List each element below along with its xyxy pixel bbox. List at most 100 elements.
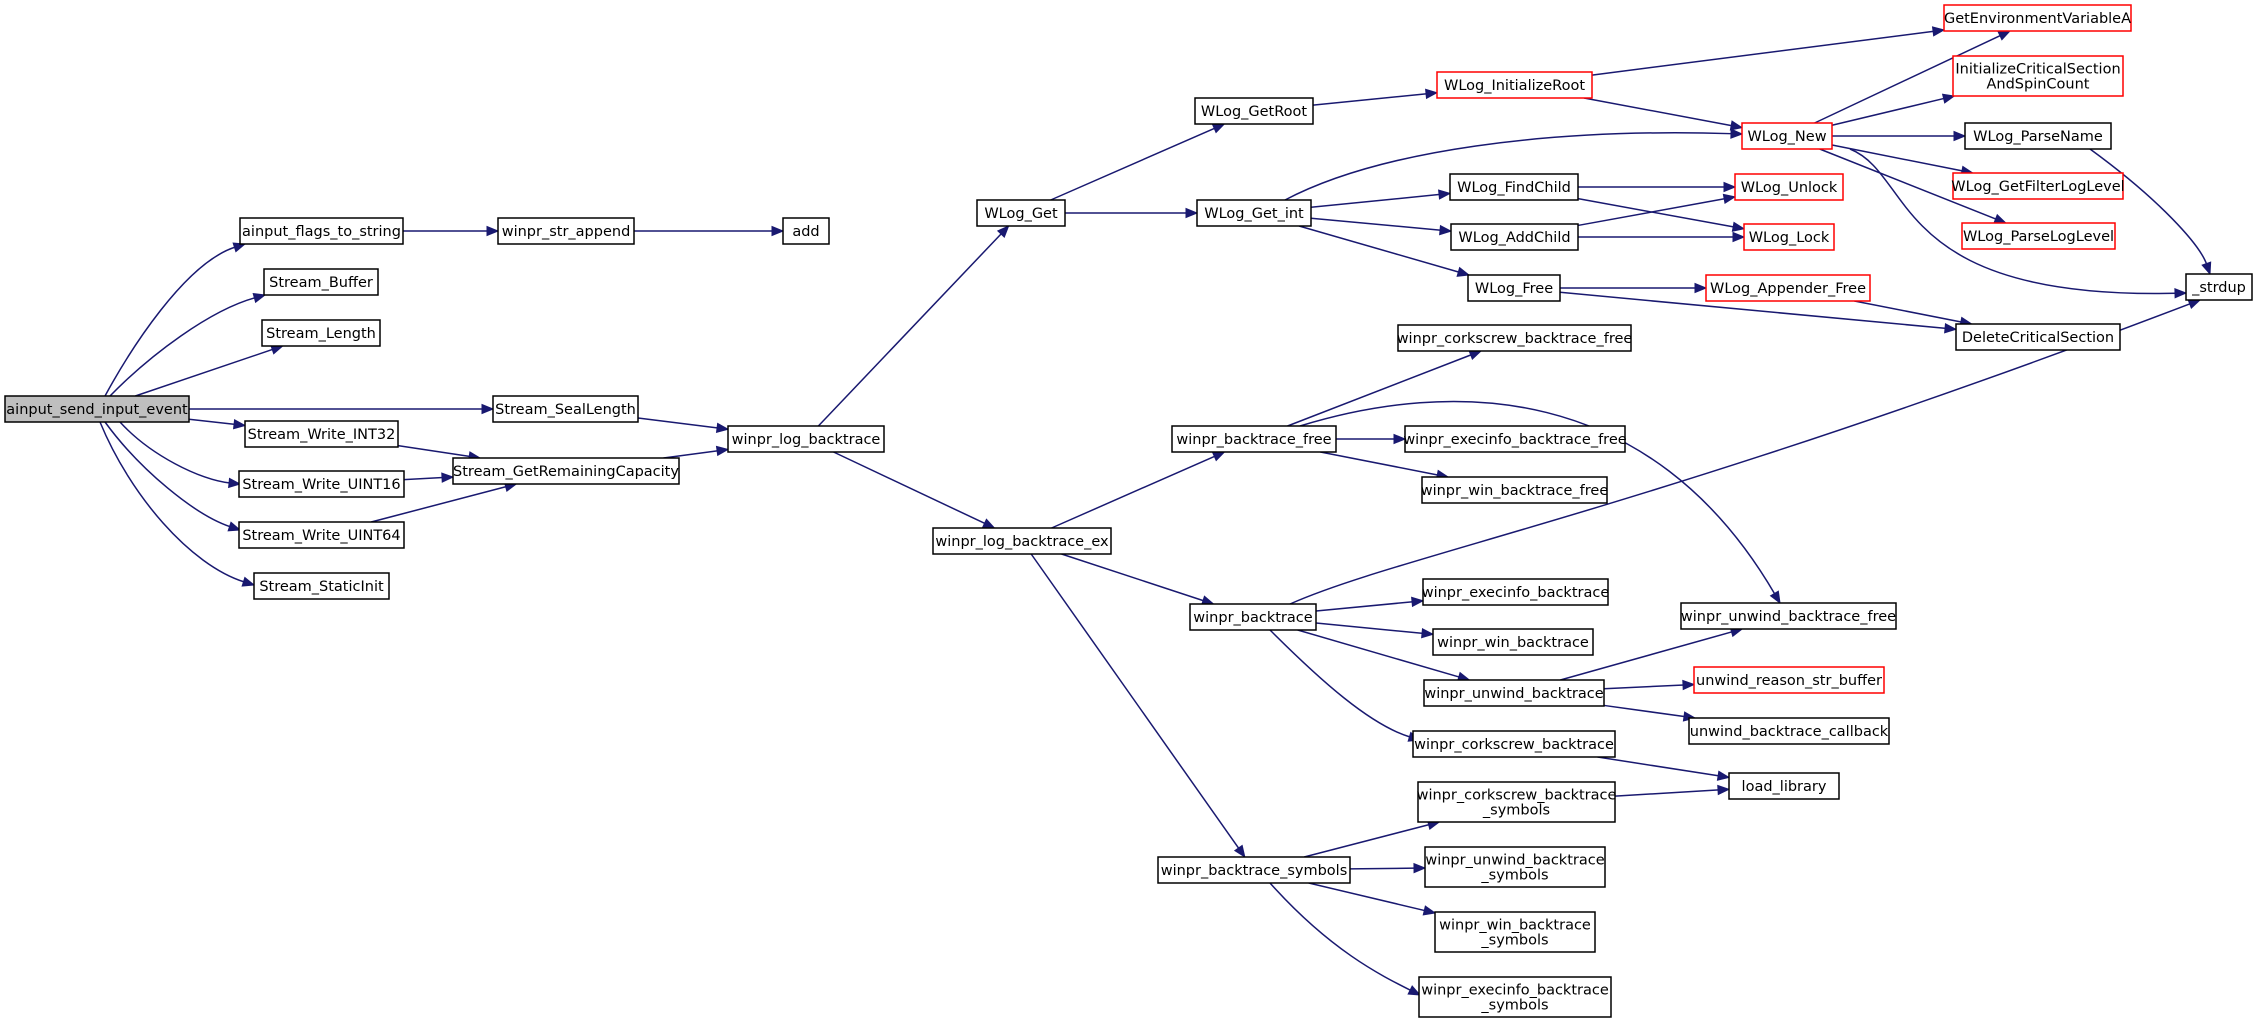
node-wlog-new[interactable]: WLog_New	[1741, 122, 1833, 150]
node-winpr-backtrace-free[interactable]: winpr_backtrace_free	[1171, 425, 1337, 453]
call-edge-WLog_Get_int-to-WLog_FindChild	[1310, 189, 1452, 209]
node--strdup[interactable]: _strdup	[2185, 273, 2253, 301]
arrowhead	[1233, 844, 1246, 859]
node-label: _symbols	[1482, 803, 1550, 819]
call-edge-Stream_Write_UINT16-to-Stream_GetRemainingCapacity	[403, 472, 455, 483]
node-winpr-backtrace[interactable]: winpr_backtrace	[1189, 603, 1317, 631]
node-winpr-execinfo-backtrace-symbols[interactable]: winpr_execinfo_backtrace_symbols	[1418, 976, 1612, 1018]
call-edge-winpr_backtrace_free-to-winpr_corkscrew_backtrace_free	[1287, 350, 1483, 427]
node-wlog-unlock[interactable]: WLog_Unlock	[1734, 173, 1844, 201]
node-wlog-getroot[interactable]: WLog_GetRoot	[1194, 97, 1314, 125]
call-edge-WLog_Free-to-DeleteCriticalSection	[1559, 291, 1958, 334]
arrowhead	[1723, 181, 1737, 193]
node-stream-seallength[interactable]: Stream_SealLength	[492, 395, 639, 423]
node-winpr-unwind-backtrace[interactable]: winpr_unwind_backtrace	[1423, 679, 1605, 707]
node-label: WLog_New	[1747, 129, 1826, 145]
call-edge-winpr_log_backtrace_ex-to-winpr_backtrace_free	[1051, 451, 1226, 529]
node-add[interactable]: add	[782, 217, 830, 245]
node-unwind-reason-str-buffer[interactable]: unwind_reason_str_buffer	[1693, 666, 1885, 694]
node-winpr-unwind-backtrace-symbols[interactable]: winpr_unwind_backtrace_symbols	[1424, 846, 1606, 888]
node-label: Stream_Buffer	[269, 275, 373, 291]
node-label: WLog_AddChild	[1458, 230, 1570, 246]
node-ainput-send-input-event[interactable]: ainput_send_input_event	[4, 395, 190, 423]
node-box	[1434, 911, 1596, 953]
arrowhead	[715, 445, 730, 457]
call-edge-winpr_backtrace_free-to-winpr_unwind_backtrace_free	[1299, 400, 1781, 605]
node-box	[1157, 856, 1351, 884]
node-deletecriticalsection[interactable]: DeleteCriticalSection	[1955, 323, 2121, 351]
node-winpr-log-backtrace[interactable]: winpr_log_backtrace	[727, 425, 885, 453]
node-label: _strdup	[2191, 280, 2246, 296]
node-wlog-get[interactable]: WLog_Get	[976, 199, 1066, 227]
node-stream-getremainingcapacity[interactable]: Stream_GetRemainingCapacity	[452, 457, 680, 485]
node-winpr-execinfo-backtrace[interactable]: winpr_execinfo_backtrace	[1422, 578, 1610, 606]
node-unwind-backtrace-callback[interactable]: unwind_backtrace_callback	[1688, 717, 1890, 745]
node-label: DeleteCriticalSection	[1962, 330, 2114, 346]
arrowhead	[1211, 451, 1226, 462]
node-stream-write-uint16[interactable]: Stream_Write_UINT16	[238, 470, 405, 498]
node-winpr-corkscrew-backtrace-free[interactable]: winpr_corkscrew_backtrace_free	[1397, 324, 1633, 352]
call-edge-WLog_InitializeRoot-to-WLog_New	[1583, 97, 1744, 131]
node-winpr-corkscrew-backtrace[interactable]: winpr_corkscrew_backtrace	[1412, 730, 1616, 758]
node-wlog-getfilterloglevel[interactable]: WLog_GetFilterLogLevel	[1951, 172, 2125, 200]
node-label: unwind_reason_str_buffer	[1696, 673, 1882, 689]
node-stream-buffer[interactable]: Stream_Buffer	[263, 268, 379, 296]
node-box	[1424, 846, 1606, 888]
node-wlog-initializeroot[interactable]: WLog_InitializeRoot	[1436, 71, 1593, 99]
node-wlog-lock[interactable]: WLog_Lock	[1743, 223, 1835, 251]
node-box	[1423, 679, 1605, 707]
call-edge-winpr_log_backtrace-to-winpr_log_backtrace_ex	[833, 451, 996, 529]
node-box	[1705, 274, 1871, 302]
node-label: add	[792, 224, 819, 240]
node-box	[1450, 223, 1579, 251]
call-edge-winpr_unwind_backtrace-to-unwind_reason_str_buffer	[1603, 679, 1696, 691]
node-box	[238, 470, 405, 498]
node-label: Stream_Write_INT32	[248, 427, 396, 443]
node-box	[727, 425, 885, 453]
node-wlog-parsename[interactable]: WLog_ParseName	[1964, 122, 2112, 150]
node-winpr-win-backtrace[interactable]: winpr_win_backtrace	[1432, 628, 1594, 656]
node-wlog-appender-free[interactable]: WLog_Appender_Free	[1705, 274, 1871, 302]
node-winpr-log-backtrace-ex[interactable]: winpr_log_backtrace_ex	[932, 527, 1112, 555]
node-label: winpr_execinfo_backtrace	[1421, 983, 1609, 999]
node-ainput-flags-to-string[interactable]: ainput_flags_to_string	[239, 217, 404, 245]
node-wlog-parseloglevel[interactable]: WLog_ParseLogLevel	[1961, 222, 2116, 250]
node-label: InitializeCriticalSection	[1955, 62, 2120, 78]
node-winpr-str-append[interactable]: winpr_str_append	[497, 217, 635, 245]
node-label: WLog_Get	[984, 206, 1058, 222]
arrowhead	[1185, 207, 1199, 219]
arrowhead	[996, 225, 1010, 238]
node-winpr-corkscrew-backtrace-symbols[interactable]: winpr_corkscrew_backtrace_symbols	[1417, 781, 1617, 823]
node-stream-staticinit[interactable]: Stream_StaticInit	[253, 572, 390, 600]
node-stream-write-uint64[interactable]: Stream_Write_UINT64	[238, 521, 405, 549]
node-wlog-findchild[interactable]: WLog_FindChild	[1449, 173, 1579, 201]
node-stream-length[interactable]: Stream_Length	[261, 319, 381, 347]
node-label: winpr_log_backtrace_ex	[935, 534, 1109, 550]
node-wlog-get-int[interactable]: WLog_Get_int	[1196, 199, 1312, 227]
node-label: winpr_backtrace_symbols	[1161, 863, 1348, 879]
node-box	[1943, 4, 2132, 32]
node-label: Stream_Write_UINT64	[242, 528, 400, 544]
node-winpr-backtrace-symbols[interactable]: winpr_backtrace_symbols	[1157, 856, 1351, 884]
node-load-library[interactable]: load_library	[1728, 772, 1840, 800]
node-stream-write-int32[interactable]: Stream_Write_INT32	[244, 420, 399, 448]
arrowhead	[1393, 433, 1407, 445]
node-wlog-addchild[interactable]: WLog_AddChild	[1450, 223, 1579, 251]
call-edge-WLog_ParseName-to-_strdup	[2089, 148, 2212, 276]
arrowhead	[981, 518, 996, 529]
node-wlog-free[interactable]: WLog_Free	[1467, 274, 1561, 302]
node-winpr-win-backtrace-symbols[interactable]: winpr_win_backtrace_symbols	[1434, 911, 1596, 953]
node-getenvironmentvariablea[interactable]: GetEnvironmentVariableA	[1943, 4, 2132, 32]
call-edge-winpr_backtrace_symbols-to-winpr_unwind_backtrace_symbols	[1349, 862, 1427, 874]
call-edge-WLog_Get-to-WLog_Get_int	[1065, 207, 1199, 219]
node-label: WLog_InitializeRoot	[1444, 78, 1585, 94]
arrowhead	[1421, 627, 1435, 639]
node-label: load_library	[1742, 779, 1827, 795]
node-label: WLog_FindChild	[1457, 180, 1571, 196]
node-winpr-unwind-backtrace-free[interactable]: winpr_unwind_backtrace_free	[1680, 602, 1897, 630]
call-edge-WLog_Free-to-WLog_Appender_Free	[1560, 282, 1708, 294]
node-winpr-win-backtrace-free[interactable]: winpr_win_backtrace_free	[1421, 476, 1609, 504]
node-winpr-execinfo-backtrace-free[interactable]: winpr_execinfo_backtrace_free	[1403, 425, 1627, 453]
node-label: winpr_unwind_backtrace	[1425, 853, 1604, 869]
